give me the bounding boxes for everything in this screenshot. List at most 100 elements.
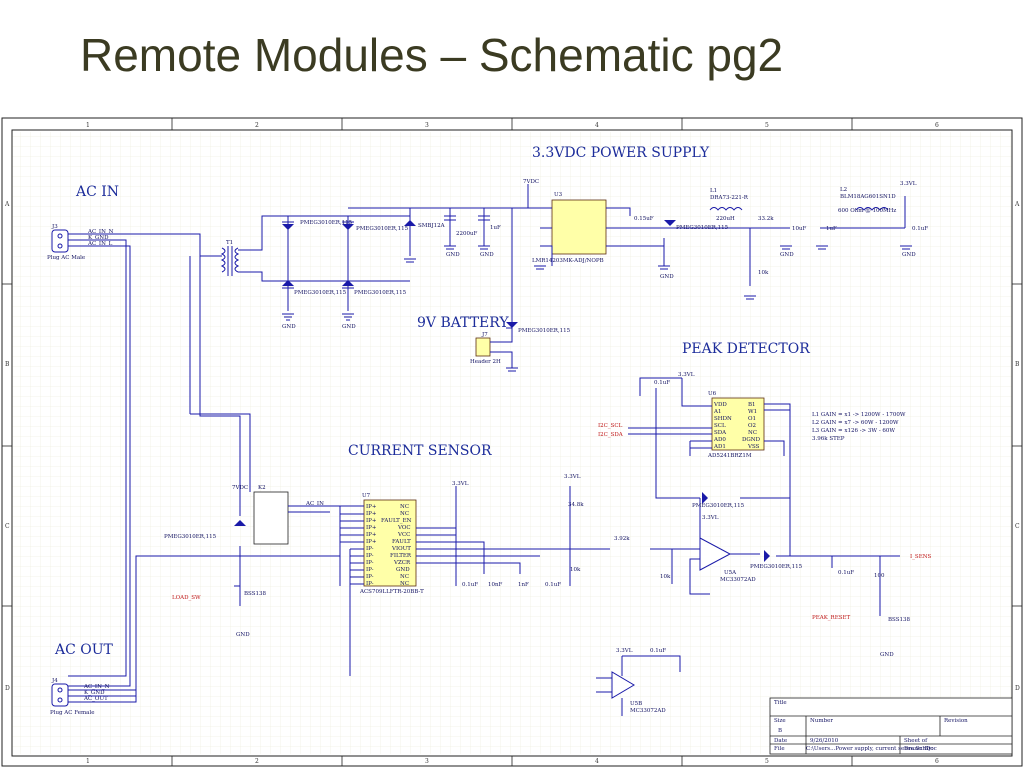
tb-date-value: 9/26/2010 [810,738,839,744]
grid-row-c: C [5,523,10,530]
tb-title-label: Title [774,700,787,706]
diode-d10 [664,220,676,226]
tb-size-value: B [778,728,782,734]
u6-pin-o1: O1 [748,416,756,422]
net-i-sens: I_SENS [910,554,932,560]
grid-row-b: B [5,361,10,368]
svg-text:IP-: IP- [366,567,374,573]
u3-part: LMR14203MK-ADJ/NOPB [532,258,604,264]
q2-label: BSS138 [888,617,910,623]
svg-text:IP+: IP+ [366,518,377,524]
tb-file-label: File [774,746,785,752]
slide-title: Remote Modules – Schematic pg2 [80,29,784,81]
net-ac-in-l: AC_IN_L [87,241,113,247]
d10-label: PMEG3010ER,115 [676,225,729,231]
svg-text:VCC: VCC [397,532,410,538]
diode-d13 [282,280,294,289]
c29-label: 0.1uF [545,582,561,588]
d15-label: PMEG3010ER,115 [692,503,745,509]
u6-pin-w1: W1 [748,409,757,415]
net-k-gnd-in: K_GND [88,235,109,241]
opamp-u5a [699,537,732,571]
tb-drawn-label: Drawn By: [904,746,933,752]
net-peak-reset: PEAK_RESET [812,615,850,621]
u6-pin-scl: SCL [714,423,726,429]
d9-label: PMEG3010ER,115 [356,226,409,232]
net-i2c-sda: I2C_SDA [598,432,624,438]
u3-ref: U3 [554,192,563,198]
c23-label: 0.1uF [912,226,928,232]
u6-part: AD5241BRZ1M [707,453,752,459]
rail-33vl-u5a: 3.3VL [702,515,719,521]
gain-note-3: L3 GAIN = x126 -> 3W - 60W [812,428,895,434]
svg-text:VIOUT: VIOUT [391,546,411,552]
rail-33vl-ps: 3.3VL [900,181,917,187]
gain-note-2: L2 GAIN = x7 -> 60W - 1200W [812,420,899,426]
tb-size-label: Size [774,718,786,724]
grid-row-b-right: B [1015,361,1020,368]
rail-33vl-u5b: 3.3VL [616,648,633,654]
gnd-c20: GND [480,252,494,258]
r11-label: 34.8k [568,502,584,508]
digital-pot-u6 [711,397,765,451]
diode-d17 [764,550,770,562]
svg-text:IP-: IP- [366,553,374,559]
svg-text:FAULT: FAULT [392,539,411,545]
svg-text:IP-: IP- [366,560,374,566]
inductor-l1 [709,207,743,211]
u7-ref: U7 [362,493,371,499]
title-block [769,697,1013,755]
diode-d14 [342,280,354,289]
grid-col-4-bottom: 4 [595,758,599,765]
gnd-c21: GND [780,252,794,258]
grid-col-4: 4 [595,122,599,129]
cap-c19 [444,215,456,221]
c27-label: 10nF [488,582,503,588]
cap-c20 [478,215,490,221]
u6-ref: U6 [708,391,717,397]
r13-label: 10k [570,567,581,573]
svg-text:FAULT_EN: FAULT_EN [381,518,412,524]
l2-part: BLM18AG601SN1D [840,194,896,200]
d7-label: PMEG3010ER,115 [518,328,571,334]
u6-pin-a1: A1 [713,409,721,415]
schematic-sheet: 1 2 3 4 5 6 1 2 3 4 5 6 A B C D A B C D … [0,116,1024,768]
diode-d7 [506,322,518,328]
d17-label: PMEG3010ER,115 [750,564,803,570]
c24-ref: 0.1uF [654,380,670,386]
grid-col-5: 5 [765,122,769,129]
svg-text:NC: NC [400,574,409,580]
r14-label: 10k [660,574,671,580]
gnd-q3: GND [236,632,250,638]
header-power-supply: 3.3VDC POWER SUPPLY [532,145,710,161]
header-current-sensor: CURRENT SENSOR [348,443,492,459]
l2-ref: L2 [840,187,847,193]
l2-value: 600 Ohm @ 100MHz [838,207,896,214]
header-ac-out: AC OUT [54,642,114,658]
c19-label: 2200uF [456,231,478,237]
d11-label: SMBJ12A [418,223,446,229]
header-battery: 9V BATTERY [417,315,509,331]
u6-pin-dgnd: DGND [742,437,761,443]
u6-pin-ad1: AD1 [713,444,726,450]
net-ac-in-relay: AC_IN [305,501,324,507]
grid-row-d: D [5,685,10,692]
svg-text:IP+: IP+ [366,525,377,531]
t1-ref: T1 [226,240,233,246]
c28-label: 1nF [518,582,529,588]
tb-revision-label: Revision [944,718,968,724]
grid-col-3: 3 [425,122,429,129]
c20-label: 1uF [490,225,501,231]
r15-label: 100 [874,573,885,579]
d16-label: PMEG3010ER,115 [164,534,217,540]
u6-pin-nc: NC [748,430,757,436]
u6-pin-b1: B1 [748,402,756,408]
r12-label: 3.92k [614,536,630,542]
q3-label: BSS138 [244,591,266,597]
u5a-part: MC33072AD [720,577,756,583]
rail-7vdc-relay: 7VDC [232,485,248,491]
d12-label: PMEG3010ER,115 [300,220,353,226]
gnd-d13: GND [282,324,296,330]
j7-ref: J7 [481,332,488,338]
rail-33vl-u7: 3.3VL [452,481,469,487]
